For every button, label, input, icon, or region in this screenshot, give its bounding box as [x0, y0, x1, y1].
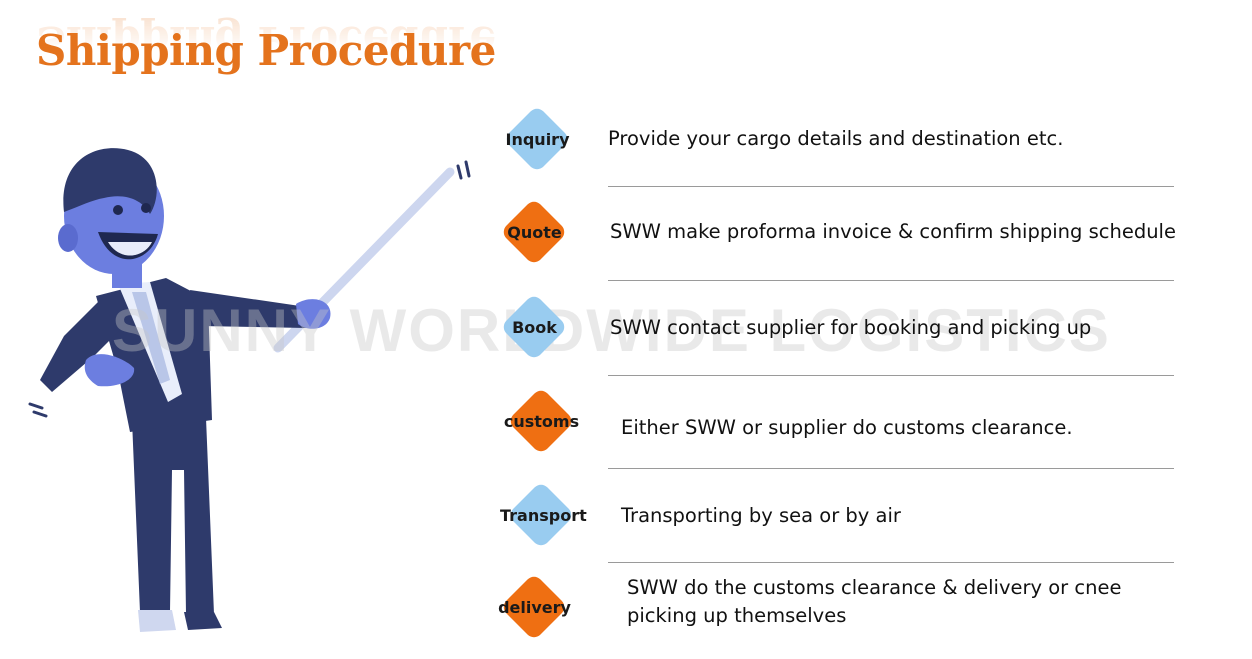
- step-description: SWW do the customs clearance & delivery …: [627, 574, 1121, 630]
- divider: [608, 468, 1174, 469]
- step-description-line: SWW do the customs clearance & delivery …: [627, 576, 1122, 599]
- step-label: Quote: [507, 223, 562, 242]
- step-inquiry: Inquiry: [496, 105, 596, 184]
- step-description: Provide your cargo details and destinati…: [608, 127, 1064, 150]
- step-book: Book: [493, 293, 593, 372]
- step-transport: Transport: [500, 481, 600, 560]
- divider: [608, 375, 1174, 376]
- divider: [608, 186, 1174, 187]
- divider: [608, 562, 1174, 563]
- step-description-line: picking up themselves: [627, 604, 847, 627]
- step-customs: customs: [500, 387, 600, 466]
- step-label: delivery: [498, 598, 571, 617]
- step-label: customs: [503, 412, 580, 431]
- watermark: SUNNY WORLDWIDE LOGISTICS: [112, 297, 1111, 364]
- presenter-illustration: [28, 148, 471, 632]
- step-description: SWW contact supplier for booking and pic…: [610, 316, 1092, 339]
- step-delivery: delivery: [493, 573, 593, 652]
- step-description: SWW make proforma invoice & confirm ship…: [610, 220, 1176, 243]
- page-title: Shipping Procedure: [36, 26, 496, 75]
- step-description: Either SWW or supplier do customs cleara…: [621, 416, 1073, 439]
- step-label: Book: [512, 318, 557, 337]
- step-quote: Quote: [493, 198, 593, 277]
- step-label: Transport: [500, 506, 587, 525]
- step-description: Transporting by sea or by air: [621, 504, 901, 527]
- step-label: Inquiry: [505, 130, 570, 149]
- divider: [608, 280, 1174, 281]
